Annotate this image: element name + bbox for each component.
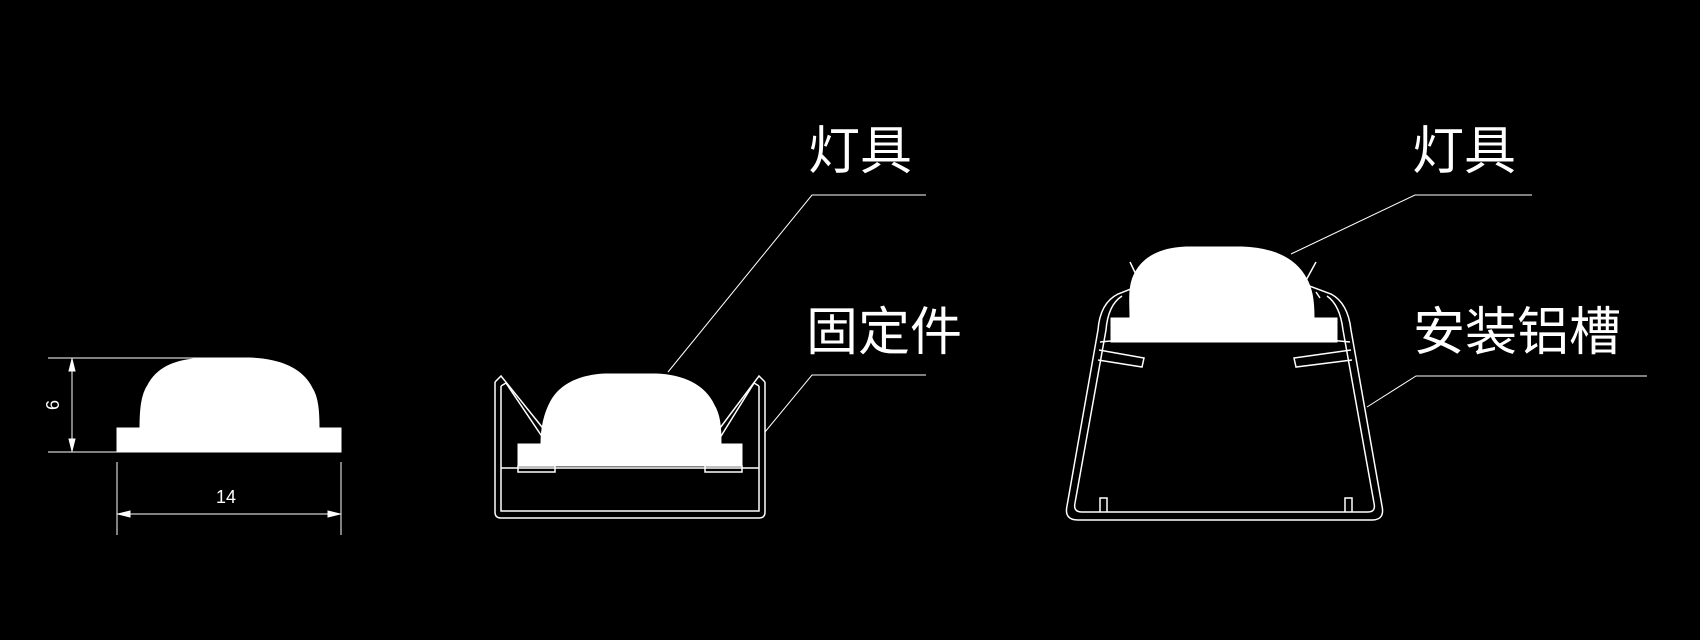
profile-shape xyxy=(116,357,342,453)
channel-leaders xyxy=(1290,194,1647,408)
fastener-label: 固定件 xyxy=(806,303,962,363)
clip-assembly: 灯具 固定件 xyxy=(494,122,962,519)
fixture-label: 灯具 xyxy=(808,122,912,182)
channel-label: 安装铝槽 xyxy=(1413,303,1621,363)
channel-assembly: 灯具 安装铝槽 xyxy=(1065,122,1647,521)
clip-leaders xyxy=(667,194,926,433)
profile-section: 6 14 xyxy=(43,357,342,535)
fixture-label-2: 灯具 xyxy=(1412,122,1516,182)
height-dimension xyxy=(48,357,205,453)
height-dimension-text: 6 xyxy=(43,400,63,410)
fixture-in-clip xyxy=(517,373,743,467)
width-dimension-text: 14 xyxy=(216,487,236,507)
width-dimension xyxy=(116,462,342,535)
fixture-in-channel xyxy=(1110,246,1338,343)
aluminium-channel xyxy=(1065,261,1384,521)
